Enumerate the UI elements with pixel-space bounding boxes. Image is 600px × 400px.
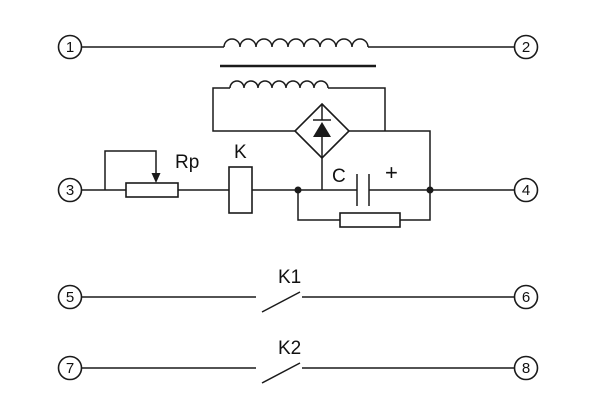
transformer-primary-coil — [223, 38, 369, 48]
secondary-lead-right — [328, 87, 386, 131]
terminal-8-label: 8 — [522, 360, 530, 377]
potentiometer-label: Rp — [175, 152, 199, 173]
parallel-resistor-branch — [297, 190, 431, 228]
potentiometer-body — [125, 182, 179, 198]
potentiometer-wiper-arrowhead — [151, 173, 161, 183]
contact-k2: K2 — [81, 338, 515, 384]
k2-switch-blade — [261, 362, 301, 384]
potentiometer-wiper-lead — [104, 150, 157, 190]
terminal-6: 6 — [513, 284, 539, 310]
terminal-2: 2 — [513, 34, 539, 60]
k2-label: K2 — [278, 338, 301, 359]
terminal-4-label: 4 — [522, 182, 530, 199]
rectifier-output-right — [349, 130, 431, 190]
relay-coil-body — [228, 166, 253, 214]
terminal-4: 4 — [513, 177, 539, 203]
terminal-6-label: 6 — [522, 289, 530, 306]
branch-wire-left — [297, 190, 340, 221]
terminal-1-label: 1 — [66, 39, 74, 56]
terminal-3-label: 3 — [66, 182, 74, 199]
terminal-3: 3 — [57, 177, 83, 203]
transformer-secondary-coil — [229, 80, 329, 89]
k1-label: K1 — [278, 267, 301, 288]
relay-coil-label: K — [234, 142, 247, 163]
secondary-lead-left — [212, 87, 295, 132]
bridge-rectifier — [293, 102, 431, 190]
relay-coil-k: K — [228, 142, 253, 214]
terminal-5-label: 5 — [66, 289, 74, 306]
terminal-2-label: 2 — [522, 39, 530, 56]
resistor-body — [339, 212, 401, 228]
capacitor-c: C + — [332, 160, 398, 206]
capacitor-polarity-sign: + — [385, 160, 398, 185]
rectifier-diode-triangle — [313, 122, 331, 137]
terminal-7-label: 7 — [66, 360, 74, 377]
terminal-7: 7 — [57, 355, 83, 381]
terminal-5: 5 — [57, 284, 83, 310]
terminal-8: 8 — [513, 355, 539, 381]
transformer — [212, 38, 386, 132]
potentiometer-rp: Rp — [104, 150, 199, 198]
k1-switch-blade — [261, 291, 301, 313]
branch-wire-right — [400, 190, 431, 221]
contact-k1: K1 — [81, 267, 515, 313]
terminal-1: 1 — [57, 34, 83, 60]
capacitor-label: C — [332, 166, 346, 187]
